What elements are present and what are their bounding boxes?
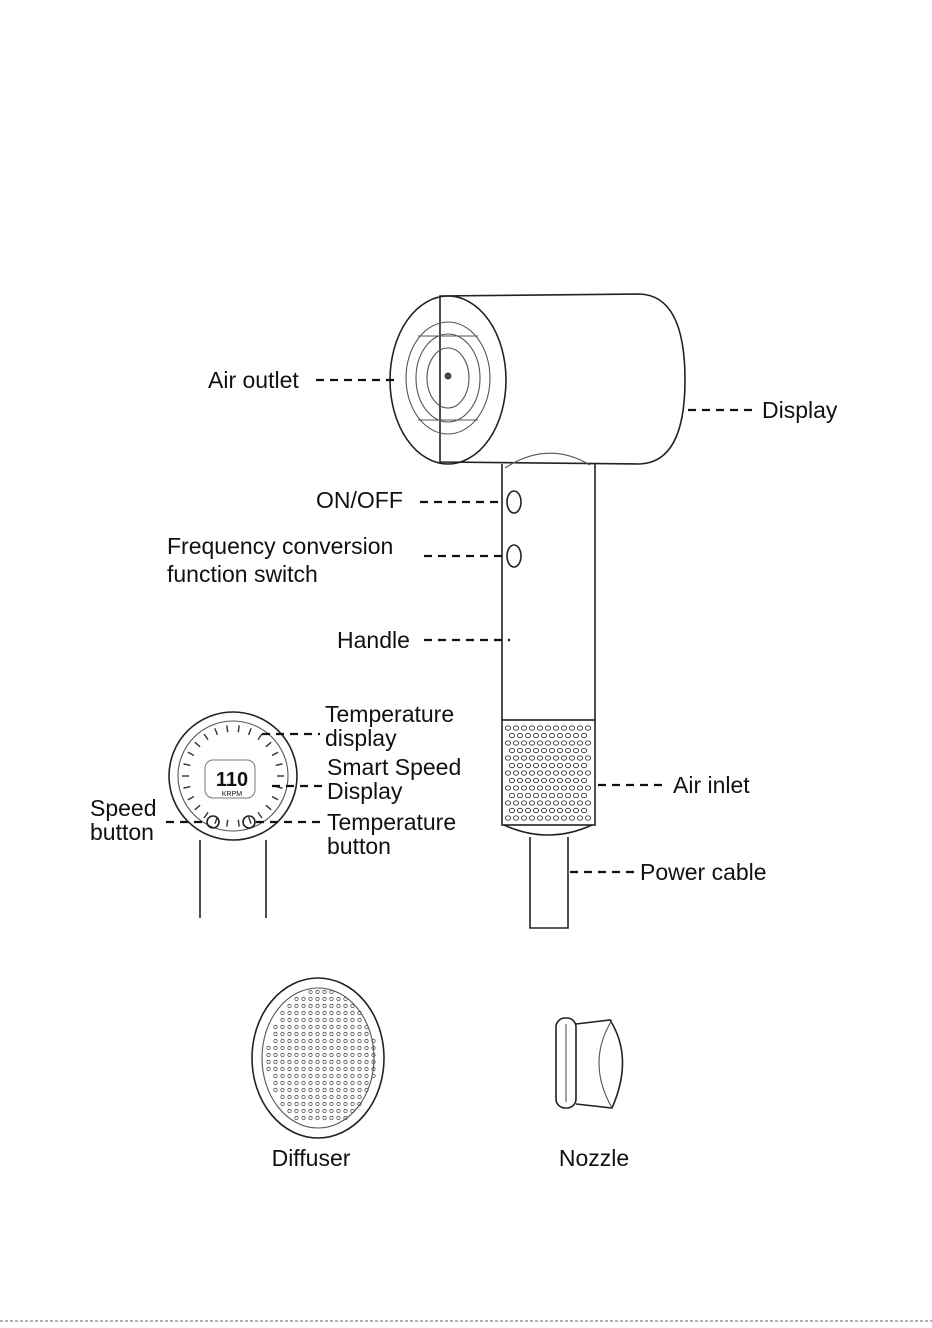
label-air-inlet: Air inlet (673, 772, 750, 798)
label-temp-display-line1: Temperature (325, 701, 454, 727)
label-temp-button-line2: button (327, 833, 391, 859)
label-smart-speed-line2: Display (327, 778, 403, 804)
label-speed-button-line1: Speed (90, 795, 157, 821)
label-handle: Handle (337, 627, 410, 653)
air-outlet-grille (406, 322, 490, 434)
label-smart-speed-line1: Smart Speed (327, 754, 461, 780)
caption-nozzle: Nozzle (559, 1145, 629, 1171)
speed-button-shape (207, 816, 219, 828)
caption-diffuser: Diffuser (272, 1145, 351, 1171)
label-on-off: ON/OFF (316, 487, 403, 513)
dryer-head (390, 294, 685, 464)
power-cable-shape (504, 825, 592, 928)
label-temp-button-line1: Temperature (327, 809, 456, 835)
label-frequency-line2: function switch (167, 561, 318, 587)
diffuser-illustration (252, 978, 384, 1138)
label-speed-button-line2: button (90, 819, 154, 845)
speed-value-readout: 110 (216, 769, 248, 791)
label-air-outlet: Air outlet (208, 367, 299, 393)
display-panel-detail: 110 KRPM (169, 712, 297, 918)
nozzle-illustration (556, 1018, 623, 1108)
air-inlet-mesh (502, 720, 595, 825)
label-frequency-line1: Frequency conversion (167, 533, 393, 559)
label-display: Display (762, 397, 838, 423)
label-temp-display-line2: display (325, 725, 397, 751)
label-power-cable: Power cable (640, 859, 767, 885)
speed-unit-readout: KRPM (222, 791, 242, 798)
on-off-button-shape (507, 491, 521, 513)
frequency-switch-shape (507, 545, 521, 567)
dryer-handle (502, 453, 595, 720)
